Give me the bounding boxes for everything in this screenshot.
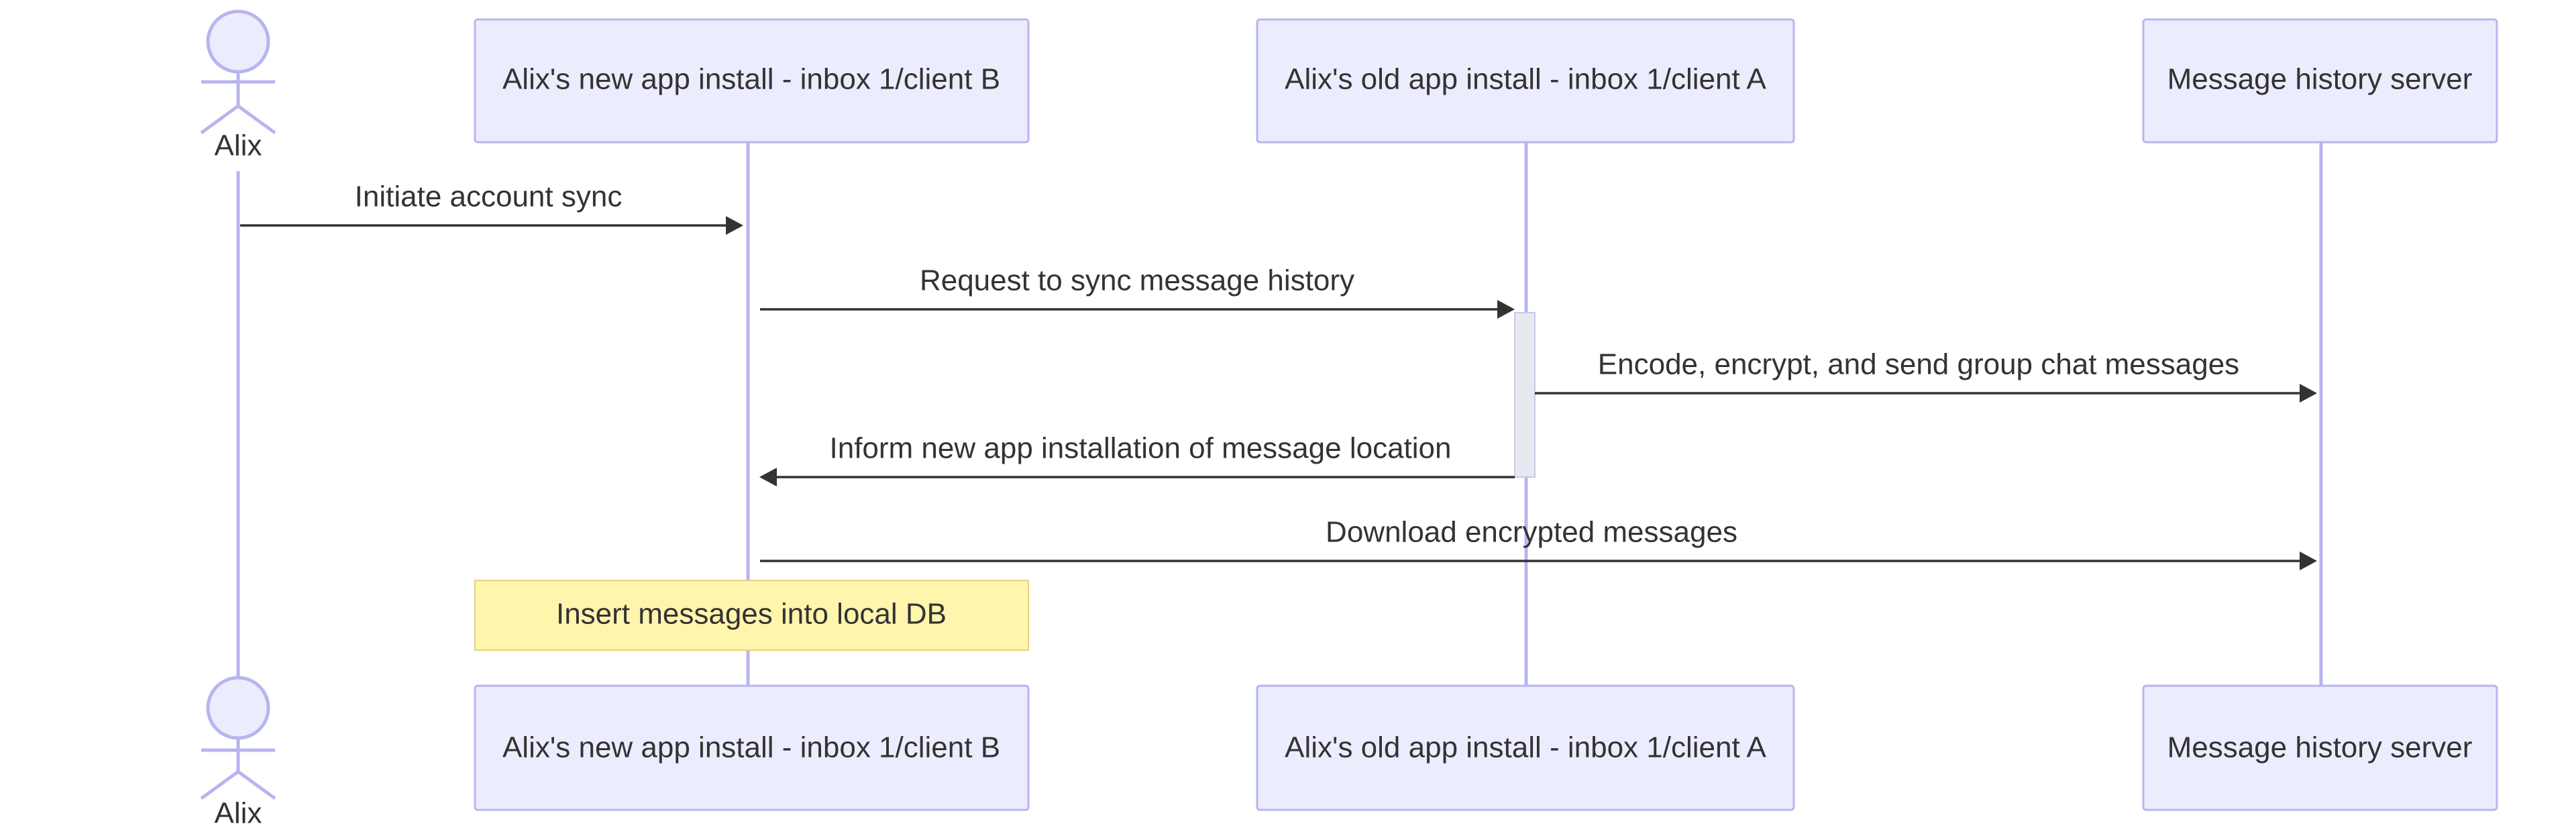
- participant-label: Alix's new app install - inbox 1/client …: [502, 63, 1000, 96]
- message-4: Inform new app installation of message l…: [759, 432, 1515, 486]
- participant-label: Alix's old app install - inbox 1/client …: [1285, 63, 1766, 96]
- participant-label: Message history server: [2167, 731, 2473, 764]
- arrowhead-icon: [1497, 300, 1515, 319]
- actor-left-leg: [200, 104, 239, 135]
- message-label: Encode, encrypt, and send group chat mes…: [1598, 348, 2239, 381]
- arrowhead-icon: [2300, 552, 2317, 570]
- actor-right-leg: [237, 770, 276, 800]
- note-label: Insert messages into local DB: [556, 598, 947, 631]
- participant-label: Message history server: [2167, 63, 2473, 96]
- arrowhead-icon: [2300, 384, 2317, 403]
- message-label: Inform new app installation of message l…: [830, 432, 1452, 465]
- message-1: Initiate account sync: [240, 180, 743, 235]
- arrowhead-icon: [759, 468, 777, 486]
- message-2: Request to sync message history: [760, 264, 1515, 319]
- message-3: Encode, encrypt, and send group chat mes…: [1535, 348, 2317, 403]
- activation-bar-client-a: [1514, 312, 1536, 478]
- participant-label: Alix's old app install - inbox 1/client …: [1285, 731, 1766, 764]
- actor-left-leg: [200, 770, 239, 800]
- actor-label: Alix: [215, 797, 262, 828]
- actor-top: Alix: [200, 9, 276, 162]
- participant-client-a-bottom: Alix's old app install - inbox 1/client …: [1256, 684, 1795, 811]
- participant-label: Alix's new app install - inbox 1/client …: [502, 731, 1000, 764]
- participant-server-bottom: Message history server: [2142, 684, 2498, 811]
- participant-client-a-top: Alix's old app install - inbox 1/client …: [1256, 18, 1795, 144]
- message-5: Download encrypted messages: [760, 516, 2317, 570]
- participant-client-b-top: Alix's new app install - inbox 1/client …: [474, 18, 1030, 144]
- actor-right-leg: [237, 104, 276, 135]
- message-label: Initiate account sync: [355, 180, 623, 213]
- message-label: Request to sync message history: [920, 264, 1354, 297]
- note-client-b: Insert messages into local DB: [474, 580, 1029, 651]
- actor-head: [206, 676, 270, 740]
- actor-head: [206, 9, 270, 74]
- actor-label: Alix: [215, 130, 262, 162]
- arrowhead-icon: [726, 216, 743, 235]
- message-label: Download encrypted messages: [1326, 516, 1737, 549]
- participant-client-b-bottom: Alix's new app install - inbox 1/client …: [474, 684, 1030, 811]
- participant-server-top: Message history server: [2142, 18, 2498, 144]
- actor-bottom: Alix: [200, 676, 276, 828]
